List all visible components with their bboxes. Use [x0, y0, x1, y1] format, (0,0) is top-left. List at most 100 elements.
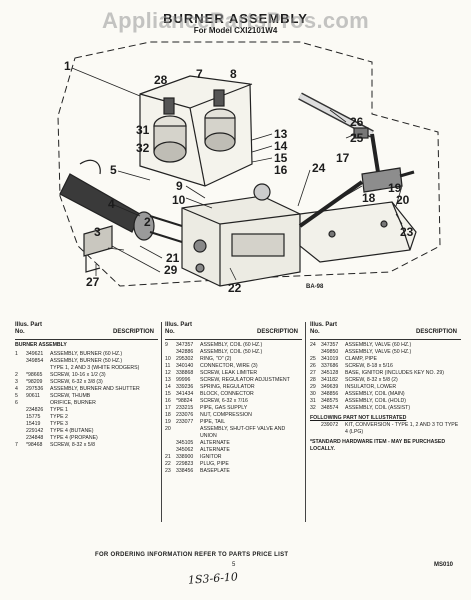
- part-number: 348856: [321, 391, 339, 397]
- illus-no: 9: [165, 342, 168, 348]
- part-description: PIPE, GAS SUPPLY: [200, 405, 248, 411]
- part-number: 345128: [321, 370, 339, 376]
- part-description: BASEPLATE: [200, 468, 230, 474]
- callout-15: 15: [274, 151, 288, 165]
- callout-32: 32: [136, 141, 150, 155]
- callout-27: 27: [86, 275, 100, 289]
- callout-19: 19: [388, 181, 402, 195]
- part-description: SCREW, LEAK LIMITER: [200, 370, 258, 376]
- part-description: TYPE 4 (BUTANE): [50, 428, 94, 434]
- baseplate: [299, 201, 417, 263]
- part-number: 233076: [176, 412, 194, 418]
- parts-row: 234826 TYPE 1: [15, 407, 158, 414]
- part-description: ASSEMBLY, COIL (ASSIST): [345, 405, 411, 411]
- part-description: SCREW, 8-32 x 5/8 (2): [345, 377, 398, 383]
- part-description: SCREW, 10-16 x 1/2 (3): [50, 372, 106, 378]
- part-description: ASSEMBLY, SHUT-OFF VALVE AND UNION: [200, 426, 286, 439]
- callout-10: 10: [172, 193, 186, 207]
- illus-no: [15, 365, 26, 372]
- part-description: KIT, CONVERSION - TYPE 1, 2 AND 3 TO TYP…: [345, 422, 459, 435]
- exploded-diagram: 1 2 3 4 5 7 8 9 10 13 14 15 16 17 18 19 …: [57, 41, 441, 295]
- callout-17: 17: [336, 151, 350, 165]
- diagram-code: BA-98: [306, 284, 324, 290]
- parts-row: 23 338456 BASEPLATE: [165, 468, 302, 475]
- illus-no: 19: [165, 419, 171, 425]
- burner-tube: [59, 173, 141, 233]
- callout-2: 2: [144, 215, 151, 229]
- illus-no: 27: [310, 370, 316, 376]
- callout-5: 5: [110, 163, 117, 177]
- illus-no: 20: [165, 426, 171, 432]
- callout-13: 13: [274, 127, 288, 141]
- part-number: 15419: [26, 421, 41, 427]
- illus-no: 7: [15, 442, 18, 448]
- illus-no: 23: [165, 468, 171, 474]
- parts-column-1: Illus. Part No. DESCRIPTION BURNER ASSEM…: [15, 322, 158, 449]
- part-description: PIPE, TAIL: [200, 419, 226, 425]
- part-number: 338456: [176, 468, 194, 474]
- illus-no: 25: [310, 356, 316, 362]
- part-description: SCREW, 6-32 x 7/16: [200, 398, 248, 404]
- part-number: 349850: [321, 349, 339, 355]
- page-number: 5: [232, 562, 236, 568]
- part-description: BASE, IGNITOR (INCLUDES KEY NO. 29): [345, 370, 444, 376]
- part-number: 234826: [26, 407, 44, 413]
- part-description: ASSEMBLY, BURNER AND SHUTTER: [50, 386, 140, 392]
- part-number: 339236: [176, 384, 194, 390]
- part-description: ASSEMBLY, COIL (HOLD): [345, 398, 407, 404]
- ignitor-bracket: [83, 225, 113, 257]
- part-number: *98209: [26, 379, 43, 385]
- illus-no: 21: [165, 454, 171, 460]
- illus-no: 2: [15, 372, 18, 378]
- parts-row: TYPE 1, 2 AND 3 (WHITE RODGERS): [15, 365, 158, 372]
- callout-29: 29: [164, 263, 178, 277]
- part-description: SCREW, REGULATOR ADJUSTMENT: [200, 377, 290, 383]
- part-number: 349621: [26, 351, 44, 357]
- callout-3: 3: [94, 225, 101, 239]
- part-description: ASSEMBLY, VALVE (60 HZ.): [345, 342, 412, 348]
- callout-14: 14: [274, 139, 288, 153]
- part-description: ASSEMBLY, VALVE (50 HZ.): [345, 349, 412, 355]
- callout-20: 20: [396, 193, 410, 207]
- part-number: 233215: [176, 405, 194, 411]
- part-number: 348574: [321, 405, 339, 411]
- illus-no: 1: [15, 351, 18, 357]
- part-description: NUT, COMPRESSION: [200, 412, 252, 418]
- illus-no: 18: [165, 412, 171, 418]
- illus-no: 15: [165, 391, 171, 397]
- part-number: [176, 426, 200, 440]
- illus-no: 16: [165, 398, 171, 404]
- part-description: SCREW, 8-18 x 5/16: [345, 363, 393, 369]
- footer-note: FOR ORDERING INFORMATION REFER TO PARTS …: [95, 552, 289, 558]
- part-number: *98468: [26, 442, 43, 448]
- part-description: TYPE 1: [50, 407, 68, 413]
- illus-no: 14: [165, 384, 171, 390]
- part-description: ASSEMBLY, COIL (60 HZ.): [200, 342, 263, 348]
- callout-22: 22: [228, 281, 242, 295]
- part-number: 349639: [321, 384, 339, 390]
- part-description: ORIFICE, BURNER: [50, 400, 96, 406]
- illus-no: [15, 435, 26, 442]
- part-description: TYPE 2: [50, 414, 68, 420]
- callout-16: 16: [274, 163, 288, 177]
- page-title: BURNER ASSEMBLY: [163, 11, 308, 26]
- part-description: IGNITOR: [200, 454, 222, 460]
- illus-no: 22: [165, 461, 171, 467]
- part-number: 349854: [26, 358, 44, 364]
- part-description: ASSEMBLY, BURNER (50 HZ.): [50, 358, 123, 364]
